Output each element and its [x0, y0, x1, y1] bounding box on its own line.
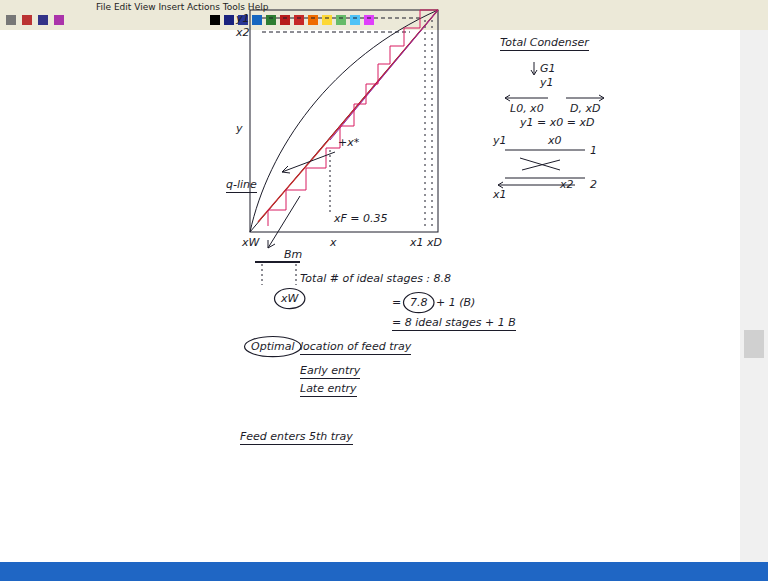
circled-text: Optimal [251, 340, 295, 353]
axis-mark: xW [242, 236, 259, 249]
axis-mark: x1 xD [410, 236, 442, 249]
result-note: Total # of ideal stages : 8.8 [300, 272, 451, 285]
taskbar [0, 562, 768, 581]
note: Feed enters 5th tray [240, 430, 353, 445]
stage-steps [268, 10, 438, 226]
result-note: + 1 (B) [436, 296, 475, 309]
note: Early entry [300, 364, 360, 379]
note: Late entry [300, 382, 357, 397]
stage-number: 2 [590, 178, 597, 191]
circled-text: 7.8 [410, 296, 428, 309]
stream-label: y1 [540, 76, 554, 89]
axis-label: x [330, 236, 337, 249]
circled-note: xW [274, 288, 305, 309]
toolbar [0, 0, 768, 30]
curve-mark: +x* [338, 136, 359, 149]
axis-mark: y1 [236, 12, 250, 25]
stage-mark: y1 [493, 134, 507, 147]
equation: y1 = x0 = xD [520, 116, 594, 129]
leaders [255, 62, 604, 285]
callout-label: q-line [226, 178, 257, 193]
rectifying-line [330, 10, 438, 140]
stream-label: G1 [540, 62, 556, 75]
scrollbar [740, 30, 768, 562]
axis-mark: x2 [236, 26, 250, 39]
axis-label: y [236, 122, 243, 135]
stream-label: Bm [284, 248, 302, 261]
stream-label: D, xD [570, 102, 600, 115]
mccabe-thiele-plot [250, 10, 438, 232]
result-note: = [392, 296, 401, 309]
axis-mark: xF = 0.35 [334, 212, 388, 225]
scroll-thumb [744, 330, 764, 358]
toolbar-icons [6, 15, 374, 25]
circled-note: 7.8 [403, 292, 435, 313]
operating-line [258, 10, 438, 222]
circled-note: Optimal [244, 336, 302, 357]
stream-label: L0, x0 [510, 102, 544, 115]
section-heading: Total Condenser [500, 36, 589, 51]
circled-text: xW [281, 292, 298, 305]
note: location of feed tray [300, 340, 411, 355]
stage-mark: x1 [493, 188, 507, 201]
stage-mark: x0 [548, 134, 562, 147]
stage-number: 1 [590, 144, 597, 157]
stage-mark: x2 [560, 178, 574, 191]
menu-bar: File Edit View Insert Actions Tools Help [96, 2, 268, 13]
result-note: = 8 ideal stages + 1 B [392, 316, 516, 331]
